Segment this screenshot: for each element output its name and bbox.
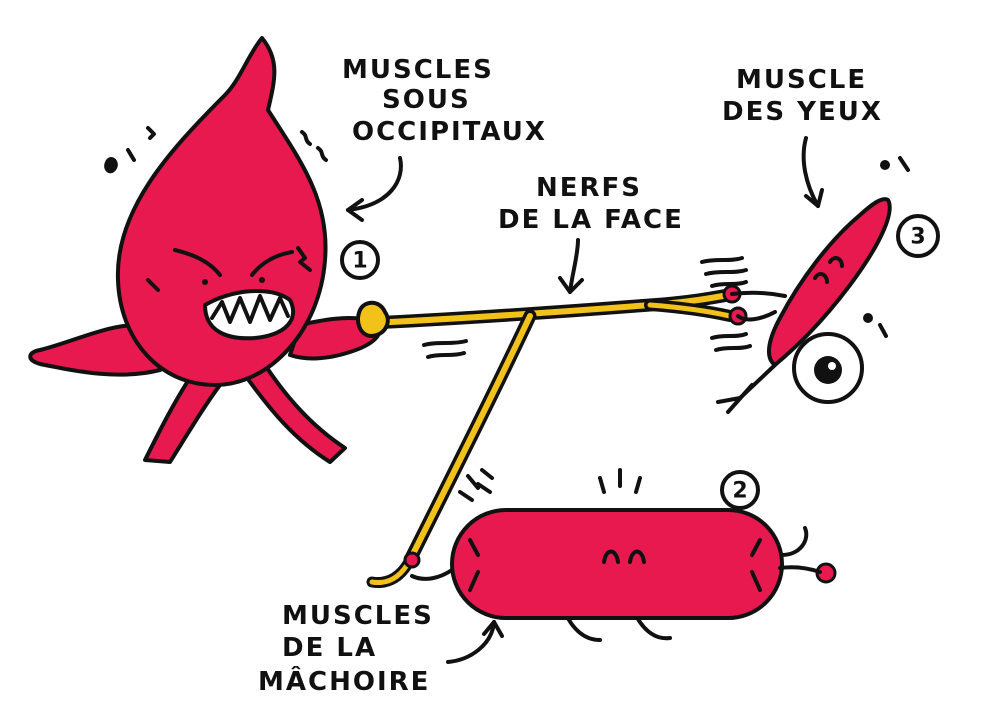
label-eye-muscle-line-2: DES YEUX (722, 97, 883, 127)
label-suboccipital-line-3: OCCIPITAUX (352, 117, 547, 147)
badge-3: 3 (896, 214, 940, 258)
badge-2: 2 (720, 470, 760, 510)
label-jaw-muscles-line-3: MÂCHOIRE (258, 665, 430, 697)
label-eye-muscle: MUSCLE DES YEUX (722, 65, 883, 127)
badge-1-number: 1 (352, 249, 367, 274)
label-face-nerves-line-1: NERFS (536, 173, 642, 203)
eye-muscle-character-icon (716, 156, 910, 414)
pointer-arrow-icon (346, 136, 824, 664)
label-face-nerves: NERFS DE LA FACE (498, 173, 684, 235)
label-jaw-muscles-line-2: DE LA (282, 633, 377, 663)
label-suboccipital-line-1: MUSCLES (342, 55, 494, 85)
badge-3-number: 3 (910, 225, 925, 250)
label-suboccipital: MUSCLES SOUS OCCIPITAUX (342, 55, 547, 147)
yellow-nerve-branch-icon (365, 284, 787, 589)
badge-2-number: 2 (732, 479, 747, 504)
label-eye-muscle-line-1: MUSCLE (736, 65, 867, 95)
jaw-muscle-character-icon (410, 468, 837, 642)
angry-muscle-character-icon (28, 36, 390, 464)
tension-marks-icon (422, 256, 752, 494)
label-suboccipital-line-2: SOUS (382, 85, 471, 115)
label-jaw-muscles-line-1: MUSCLES (282, 601, 434, 631)
badge-1: 1 (340, 240, 380, 280)
label-jaw-muscles: MUSCLES DE LA MÂCHOIRE (258, 601, 434, 697)
label-face-nerves-line-2: DE LA FACE (498, 205, 684, 235)
